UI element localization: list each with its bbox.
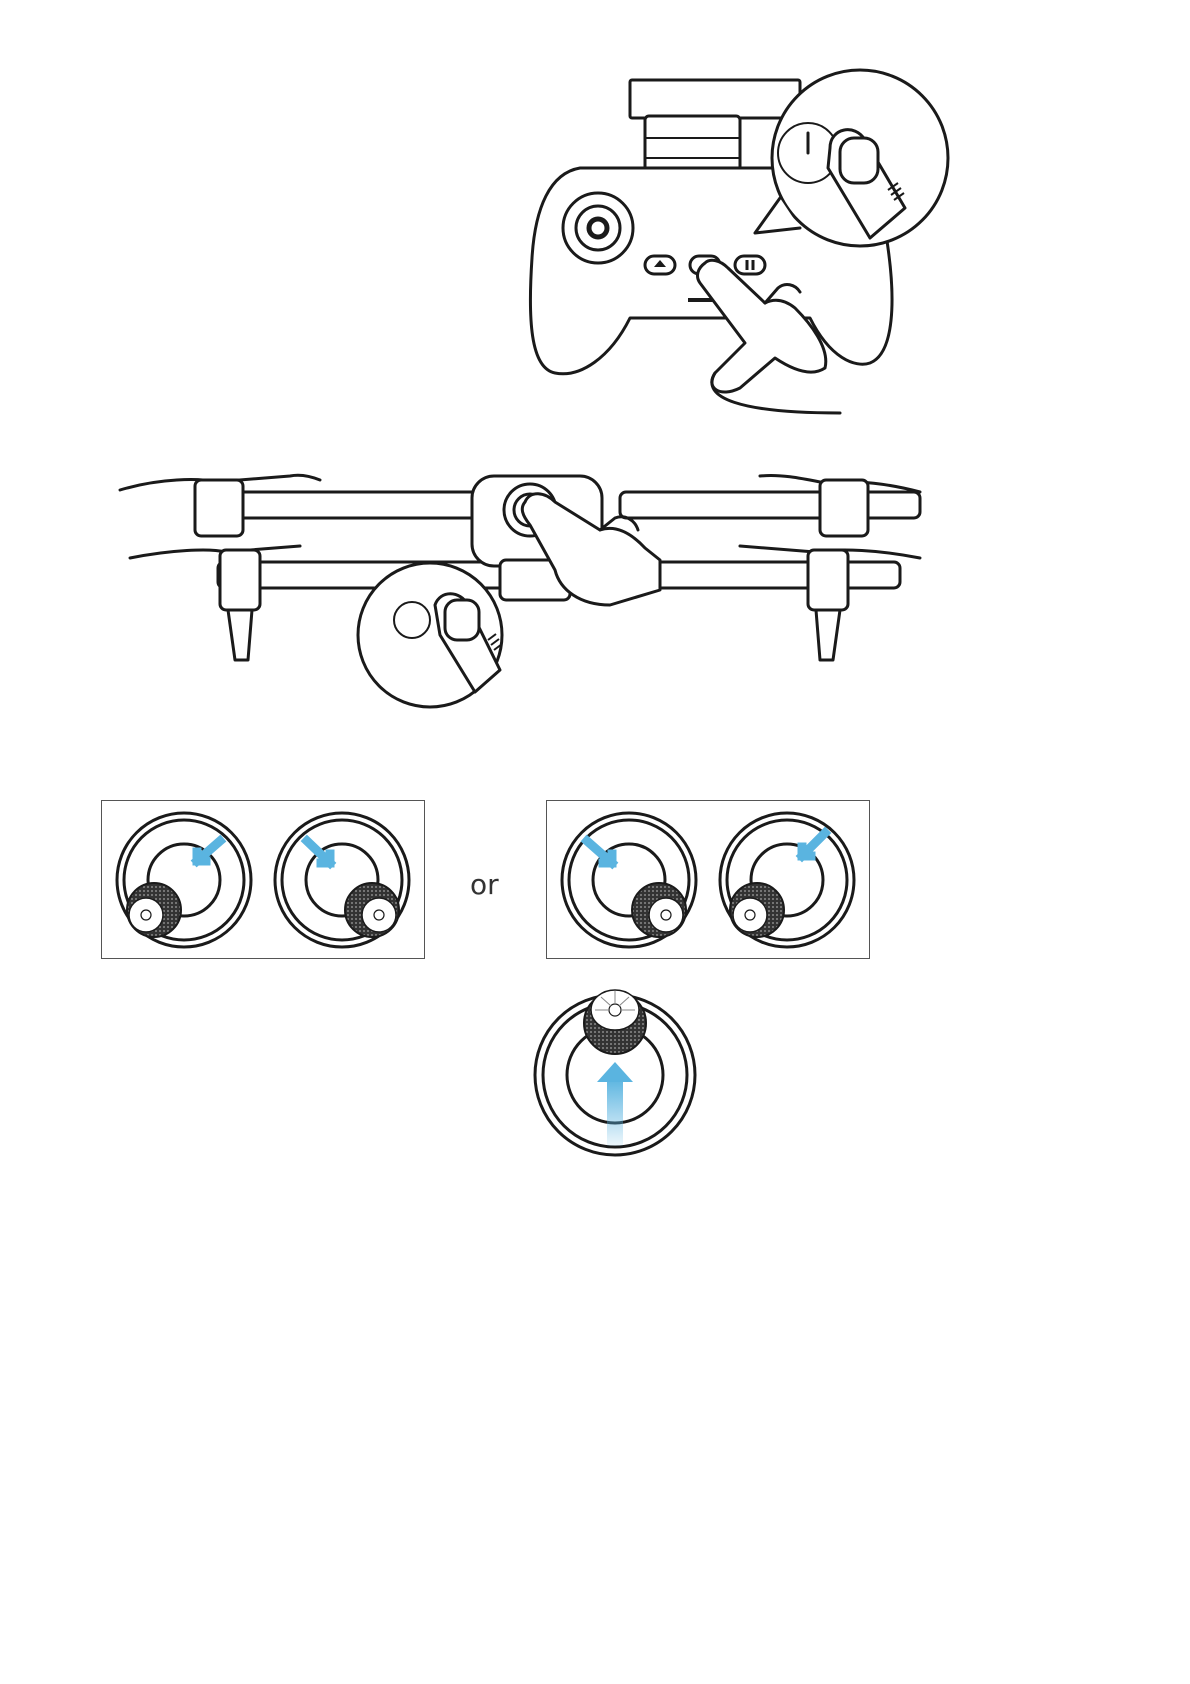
- stick-combination-panel-outward: [546, 800, 870, 959]
- drone-figure: [100, 440, 940, 710]
- remote-controller-icon: [510, 68, 950, 418]
- joystick-pair-inward-icon: [102, 801, 426, 960]
- remote-controller-figure: [510, 68, 950, 418]
- or-separator: or: [470, 868, 499, 901]
- stick-combination-panel-inward: [101, 800, 425, 959]
- joystick-push-up-icon: [525, 978, 705, 1163]
- drone-icon: [100, 440, 940, 710]
- stick-push-up-figure: [525, 978, 705, 1163]
- joystick-pair-outward-icon: [547, 801, 871, 960]
